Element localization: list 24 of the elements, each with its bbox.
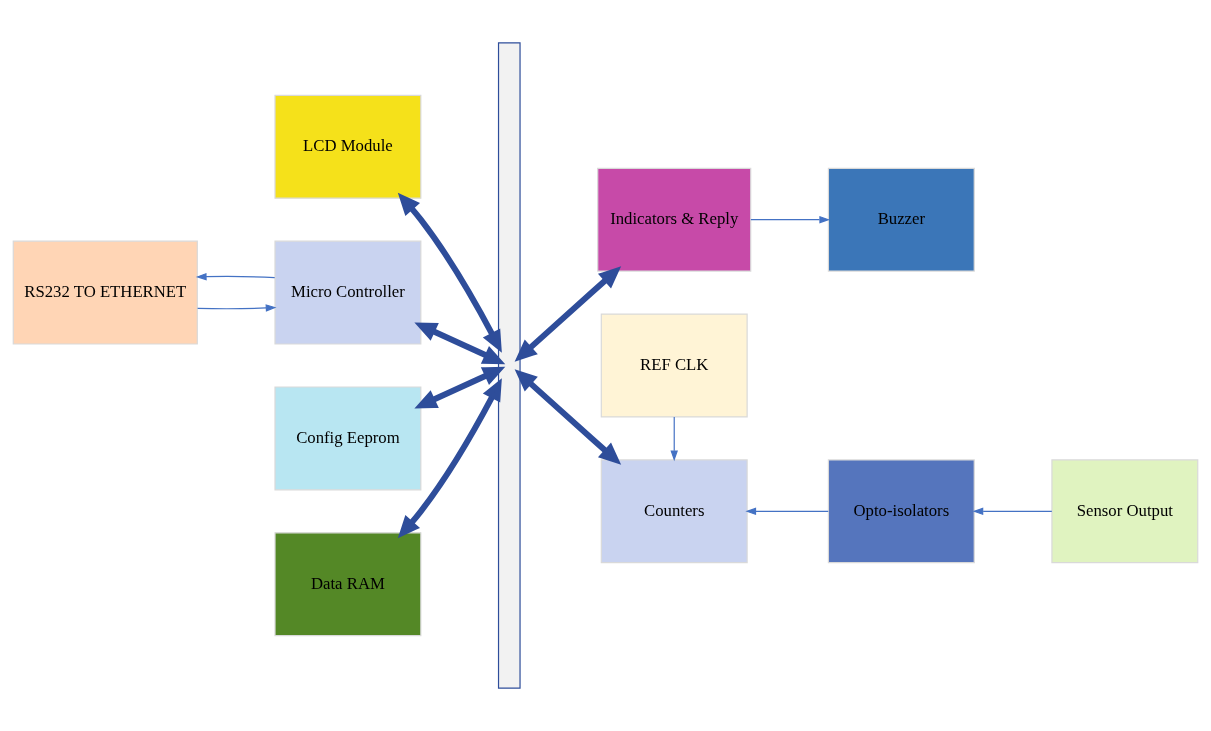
arrow xyxy=(397,378,502,539)
arrow xyxy=(514,369,622,465)
node-box: LCD Module xyxy=(274,94,422,199)
arrow xyxy=(972,507,1053,516)
arrow xyxy=(397,192,502,353)
node-bar xyxy=(497,42,521,689)
arrow xyxy=(414,322,506,365)
arrow xyxy=(745,507,829,516)
arrow xyxy=(197,304,277,312)
arrow xyxy=(750,215,831,224)
node-box: Data RAM xyxy=(274,532,422,637)
node-box: Micro Controller xyxy=(274,240,422,345)
node-box: REF CLK xyxy=(600,313,748,418)
arrow xyxy=(414,366,506,409)
node-box: Buzzer xyxy=(827,167,975,272)
node-box: Config Eeprom xyxy=(274,386,422,491)
node-box: RS232 TO ETHERNET xyxy=(12,240,198,345)
node-box: Indicators & Reply xyxy=(597,167,752,272)
arrow xyxy=(514,266,622,362)
arrow xyxy=(195,272,276,281)
node-box: Opto-isolators xyxy=(827,459,975,564)
node-box: Sensor Output xyxy=(1051,459,1199,564)
arrow xyxy=(670,416,678,462)
node-box: Counters xyxy=(600,459,748,564)
